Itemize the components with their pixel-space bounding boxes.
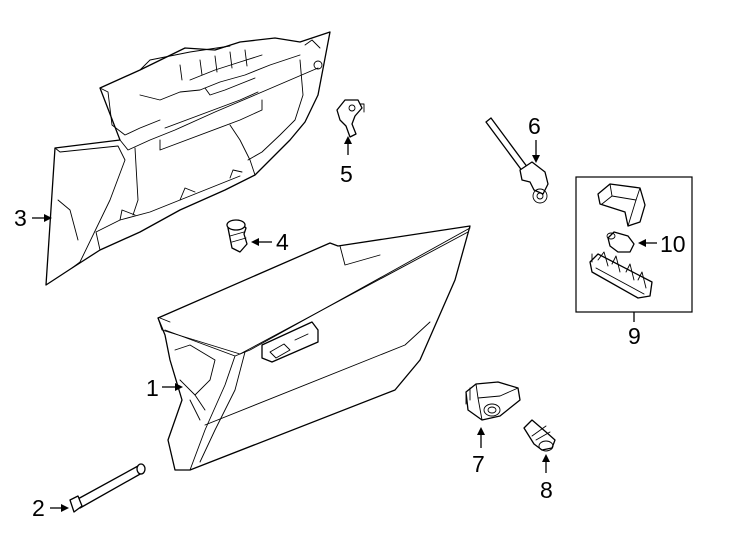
callout-2-label: 2 — [32, 495, 45, 521]
callout-3-label: 3 — [14, 205, 27, 231]
part-1-glove-box-door — [157, 225, 471, 471]
callout-8: 8 — [540, 454, 553, 503]
part-4-clip — [226, 219, 248, 253]
callout-3: 3 — [14, 205, 52, 231]
callout-6-label: 6 — [528, 113, 541, 139]
callout-10: 10 — [638, 231, 686, 257]
callout-5-label: 5 — [340, 161, 353, 187]
callout-8-label: 8 — [540, 477, 553, 503]
callout-4-label: 4 — [276, 229, 289, 255]
part-3-glove-box-housing — [45, 31, 331, 286]
callout-5: 5 — [340, 136, 353, 187]
part-8-bulb — [523, 419, 556, 452]
part-2-pin — [69, 463, 146, 513]
part-10-bulb — [606, 231, 635, 253]
callout-1-label: 1 — [146, 375, 159, 401]
callout-7: 7 — [472, 427, 485, 477]
part-7-lamp-housing — [465, 381, 521, 421]
part-6-damper — [485, 117, 549, 204]
callout-7-label: 7 — [472, 451, 485, 477]
callout-1: 1 — [146, 375, 183, 401]
callout-10-label: 10 — [660, 231, 686, 257]
callout-6: 6 — [528, 113, 541, 163]
callout-2: 2 — [32, 495, 69, 521]
part-5-bracket — [336, 99, 365, 138]
callout-4: 4 — [251, 229, 289, 255]
callout-9: 9 — [628, 312, 641, 349]
callout-9-label: 9 — [628, 323, 641, 349]
